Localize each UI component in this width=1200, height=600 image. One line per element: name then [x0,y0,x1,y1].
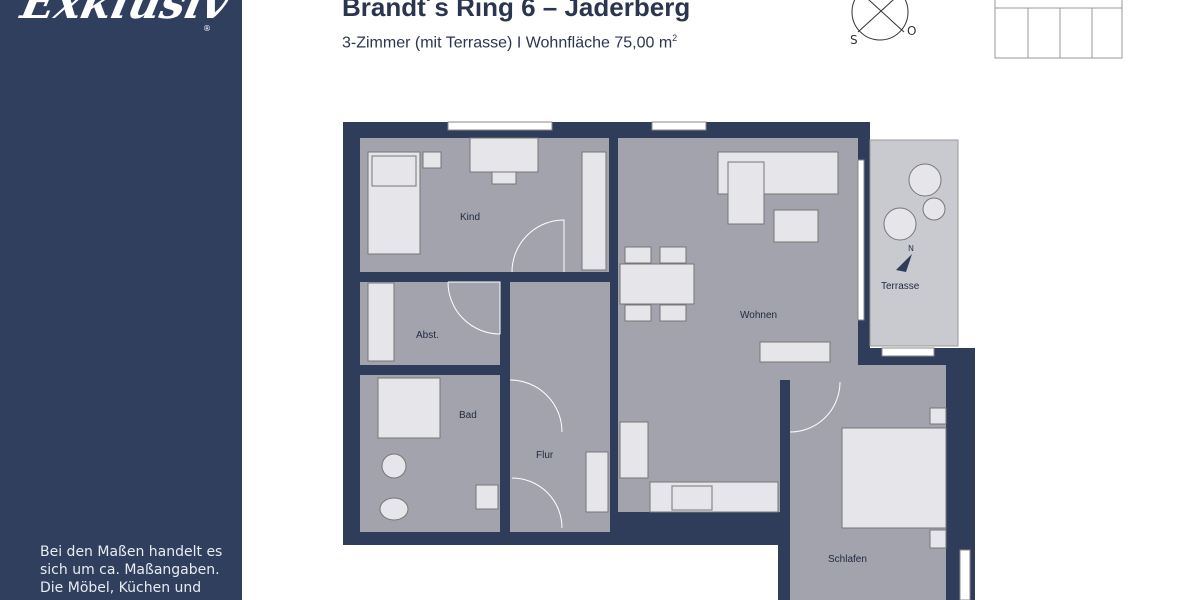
room-label-bad: Bad [459,410,477,421]
room-label-wohnen: Wohnen [740,310,777,321]
compass-o: O [907,24,916,38]
room-label-schlafen: Schlafen [828,554,867,565]
disclaimer-note: Bei den Maßen handelt es sich um ca. Maß… [40,544,223,596]
north-label: N [908,244,914,253]
doors [447,219,841,529]
compass-icon: S O [850,0,916,47]
room-label-flur: Flur [536,450,554,461]
subtitle-text: 3-Zimmer (mit Terrasse) I Wohnfläche 75,… [342,34,673,52]
page-title: Brandt´s Ring 6 – Jaderberg [342,0,691,22]
room-label-terrasse: Terrasse [881,281,920,292]
room-label-kind: Kind [460,212,480,223]
furniture [367,137,947,549]
north-arrow-icon [896,254,912,272]
windows [447,121,971,600]
superscript: 2 [672,33,678,43]
key-plan [994,0,1123,59]
room-label-abst: Abst. [416,330,439,341]
registered-mark: ® [203,24,211,33]
page-subtitle: 3-Zimmer (mit Terrasse) I Wohnfläche 75,… [342,33,677,52]
sidebar: Exklusiv ® Bei den Maßen handelt es sich… [0,0,242,600]
compass-s: S [850,33,858,47]
